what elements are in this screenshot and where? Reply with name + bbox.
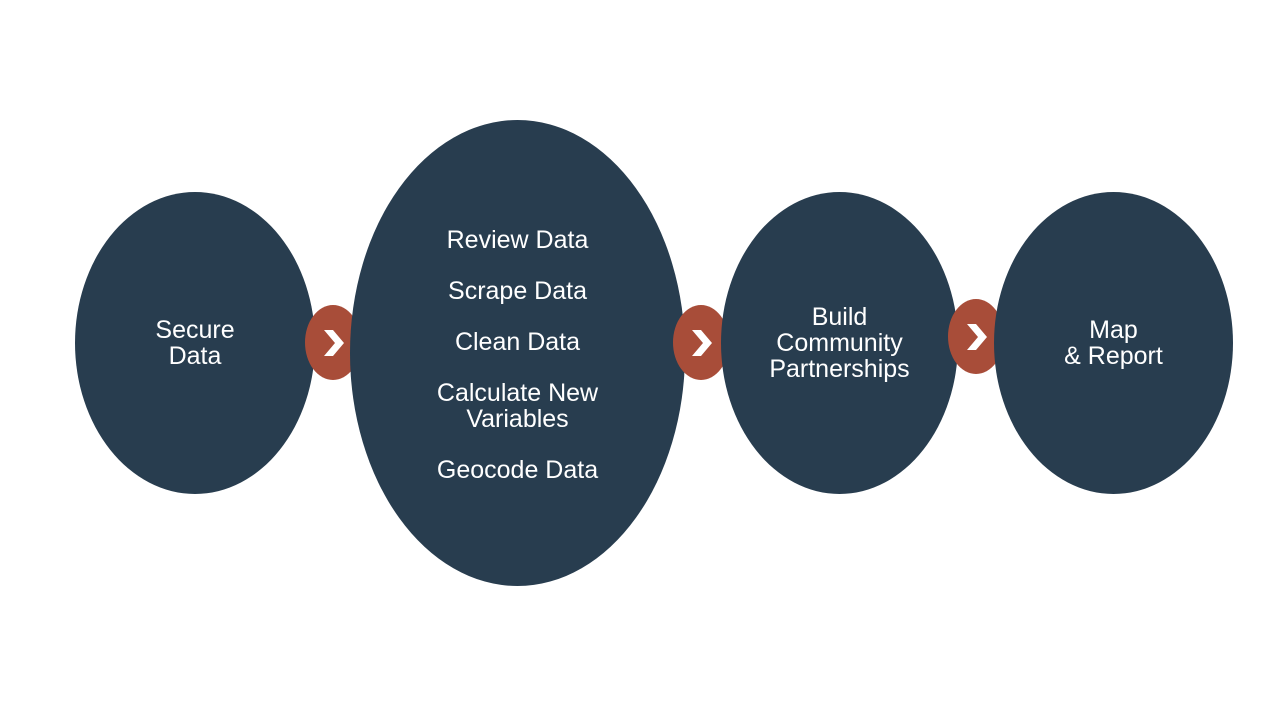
- step-build-partnerships: Build Community Partnerships: [721, 192, 958, 494]
- step-secure-data: Secure Data: [75, 192, 315, 494]
- step-item: Scrape Data: [448, 277, 587, 305]
- step-map-report: Map & Report: [994, 192, 1233, 494]
- step-data-processing: Review Data Scrape Data Clean Data Calcu…: [350, 120, 685, 586]
- connector-arrow: [673, 305, 729, 380]
- step-item: Geocode Data: [436, 456, 599, 484]
- step-item: Calculate New Variables: [436, 379, 599, 433]
- step-label: Map & Report: [1064, 316, 1163, 370]
- chevron-right-icon: [967, 323, 987, 350]
- step-label: Secure Data: [155, 316, 235, 370]
- step-label: Build Community Partnerships: [769, 303, 910, 383]
- step-item: Review Data: [446, 226, 589, 254]
- chevron-right-icon: [692, 329, 712, 356]
- chevron-right-icon: [324, 329, 344, 356]
- step-item: Clean Data: [454, 328, 581, 356]
